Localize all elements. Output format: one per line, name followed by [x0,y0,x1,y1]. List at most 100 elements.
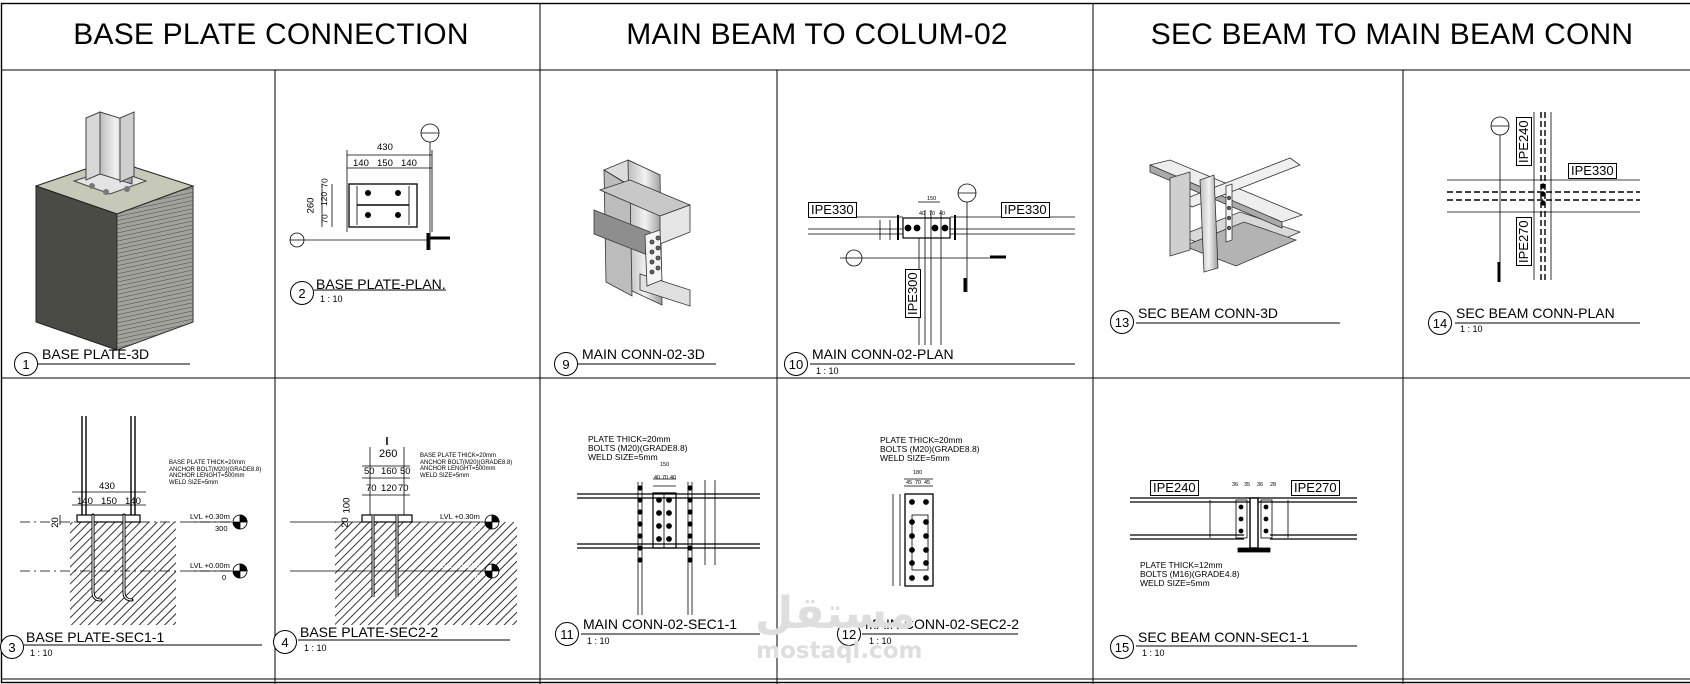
section-title-base-plate: BASE PLATE CONNECTION [73,18,469,51]
view-number: 14 [1428,311,1452,335]
member-tag: IPE300 [905,269,921,318]
level-label: LVL +0.00m [190,561,230,570]
view-title: SEC BEAM CONN-SEC1-1 [1138,629,1310,645]
level-value: 0 [475,573,480,582]
dimension: 150 [927,196,937,202]
member-tag: IPE330 [1001,202,1050,218]
view-number: 1 [14,352,38,376]
dimension: 50 [400,466,411,477]
dimension: 40 [654,475,661,481]
section-title-sec-beam: SEC BEAM TO MAIN BEAM CONN [1150,18,1634,51]
dimension: 140 [77,496,93,507]
view-title: MAIN CONN-02-SEC2-2 [865,616,1020,632]
dimension: 36 [1232,482,1239,488]
view-scale: 1 : 10 [587,636,610,646]
dimension: 260 [379,448,398,460]
dimension: 45 [906,480,913,486]
dimension: 150 [660,462,670,468]
spec-note: BASE PLATE THICK=20mm ANCHOR BOLT(M20)(G… [420,453,513,479]
view-scale: 1 : 10 [816,366,839,376]
dimension: 150 [101,496,117,507]
spec-note: PLATE THICK=12mm BOLTS (M16)(GRADE4.8) W… [1140,560,1240,588]
dimension: 35 [1244,482,1251,488]
main-conn-sec2-drawing [892,478,934,587]
dimension: 70 [662,475,669,481]
level-label: LVL +0.00m [440,561,480,570]
main-conn-3d-drawing [593,159,692,307]
member-tag: IPE270 [1516,217,1532,266]
base-plate-sec1-drawing [20,416,248,625]
member-tag: IPE270 [1291,480,1340,496]
dimension: 70 [366,483,377,494]
dimension: 120 [381,483,397,494]
member-tag: IPE330 [1568,163,1617,179]
dimension: 120 [319,191,330,207]
level-value: 0 [222,573,227,582]
view-title: MAIN CONN-02-SEC1-1 [583,616,738,632]
spec-note: PLATE THICK=20mm BOLTS (M20)(GRADE8.8) W… [880,435,980,463]
base-plate-plan-drawing [289,123,450,250]
dimension: 70 [319,178,330,188]
sec-beam-3d-drawing [1148,157,1304,273]
view-scale: 1 : 10 [304,643,327,653]
dimension: 20 [49,517,61,528]
view-number: 12 [837,622,861,646]
sec-beam-plan-drawing [1447,112,1640,282]
dimension: 100 [341,497,353,514]
dimension: 70 [915,480,922,486]
member-tag: IPE240 [1150,480,1199,496]
dimension: 140 [401,158,417,169]
dimension: 40 [939,211,946,217]
dimension: 150 [377,158,393,169]
view-number: 3 [0,635,24,659]
level-value: 300 [215,524,228,533]
spec-note: BASE PLATE THICK=20mm ANCHOR BOLT(M20)(G… [169,460,262,486]
view-title: BASE PLATE-SEC1-1 [26,629,165,645]
view-title: BASE PLATE-3D [42,346,150,362]
main-conn-plan-drawing [808,183,1075,345]
view-scale: 1 : 10 [1460,324,1483,334]
dimension: 430 [99,481,115,492]
view-title: MAIN CONN-02-3D [582,346,705,362]
spec-note: PLATE THICK=20mm BOLTS (M20)(GRADE8.8) W… [588,434,688,462]
level-label: LVL +0.30m [190,512,230,521]
view-number: 13 [1110,310,1134,334]
dimension: 50 [364,466,375,477]
view-number: 11 [555,622,579,646]
dimension: 160 [381,466,397,477]
dimension: 36 [1257,482,1264,488]
view-title: BASE PLATE-SEC2-2 [300,624,439,640]
dimension: 28 [1270,482,1277,488]
view-title: MAIN CONN-02-PLAN [812,346,954,362]
member-tag: IPE330 [808,202,857,218]
dimension: 40 [670,475,677,481]
level-value: 300 [468,524,481,533]
view-title: BASE PLATE-PLAN. [316,276,446,292]
dimension: 180 [913,470,923,476]
watermark-latin: mostaql.com [756,638,923,664]
dimension: 40 [919,211,926,217]
watermark-arabic: مستقل [755,588,916,639]
level-label: LVL +0.30m [440,512,480,521]
base-plate-3d-drawing [34,111,195,351]
dimension: 430 [377,142,393,153]
sec-beam-sec1-drawing [1130,497,1357,553]
main-conn-sec1-drawing [577,478,760,615]
dimension: 70 [319,214,330,224]
view-scale: 1 : 10 [1142,648,1165,658]
dimension: 70 [398,483,409,494]
dimension: 70 [929,211,936,217]
view-scale: 1 : 10 [869,636,892,646]
view-title: SEC BEAM CONN-PLAN [1456,305,1615,321]
dimension: 45 [924,480,931,486]
view-number: 10 [784,352,808,376]
view-number: 15 [1110,635,1134,659]
member-tag: IPE240 [1516,117,1532,166]
view-number: 4 [273,630,297,654]
view-scale: 1 : 10 [320,294,343,304]
view-scale: 1 : 10 [30,648,53,658]
section-title-main-beam: MAIN BEAM TO COLUM-02 [626,18,1008,51]
